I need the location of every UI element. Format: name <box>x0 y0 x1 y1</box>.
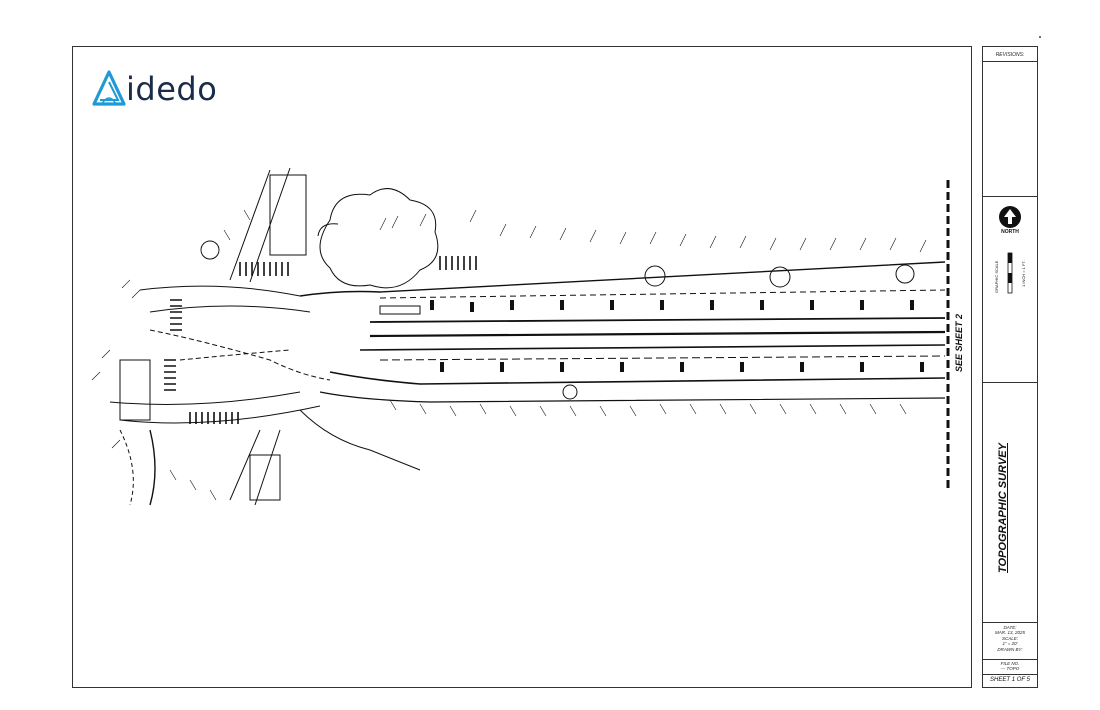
meta-divider <box>983 674 1037 675</box>
revisions-divider <box>983 61 1037 62</box>
logo-wordmark: idedo <box>126 70 218 108</box>
match-line-label: SEE SHEET 2 <box>954 313 964 372</box>
meta-divider <box>983 659 1037 660</box>
north-scale-panel: NORTH GRAPHIC SCALE 1 INCH = 1 FT. <box>983 197 1037 383</box>
file-no-value: — TOPO <box>1000 666 1020 671</box>
graphic-scale-units: 1 INCH = 1 FT. <box>1021 260 1026 287</box>
north-label: NORTH <box>1001 229 1019 235</box>
revisions-panel: REVISIONS: <box>983 47 1037 197</box>
logo-mark-icon <box>92 70 126 106</box>
title-block: REVISIONS: NORTH GRAPHIC SCALE 1 INCH = … <box>982 46 1038 688</box>
sheet-number: SHEET 1 OF 5 <box>990 677 1030 683</box>
graphic-scale-label: GRAPHIC SCALE <box>994 260 999 293</box>
date-value: MAR. 13, 2025 <box>994 630 1026 635</box>
sheet-title: TOPOGRAPHIC SURVEY <box>997 443 1009 573</box>
scale-value: 1" = 20' <box>1002 641 1018 646</box>
north-arrow-icon <box>999 206 1021 228</box>
file-no-label: FILE NO. <box>1000 661 1020 666</box>
graphic-scale-bar <box>1007 252 1013 294</box>
drawing-sheet-border <box>72 46 972 688</box>
revisions-label: REVISIONS: <box>995 52 1025 58</box>
company-logo: idedo <box>92 66 252 118</box>
sheet-info-panel: DATE: MAR. 13, 2025 SCALE: 1" = 20' DRAW… <box>983 623 1037 689</box>
drawn-by-label: DRAWN BY: <box>997 647 1023 652</box>
corner-mark <box>1039 36 1041 38</box>
title-panel: TOPOGRAPHIC SURVEY <box>983 383 1037 623</box>
date-label: DATE: <box>1003 625 1017 630</box>
scale-label: SCALE: <box>1001 636 1018 641</box>
